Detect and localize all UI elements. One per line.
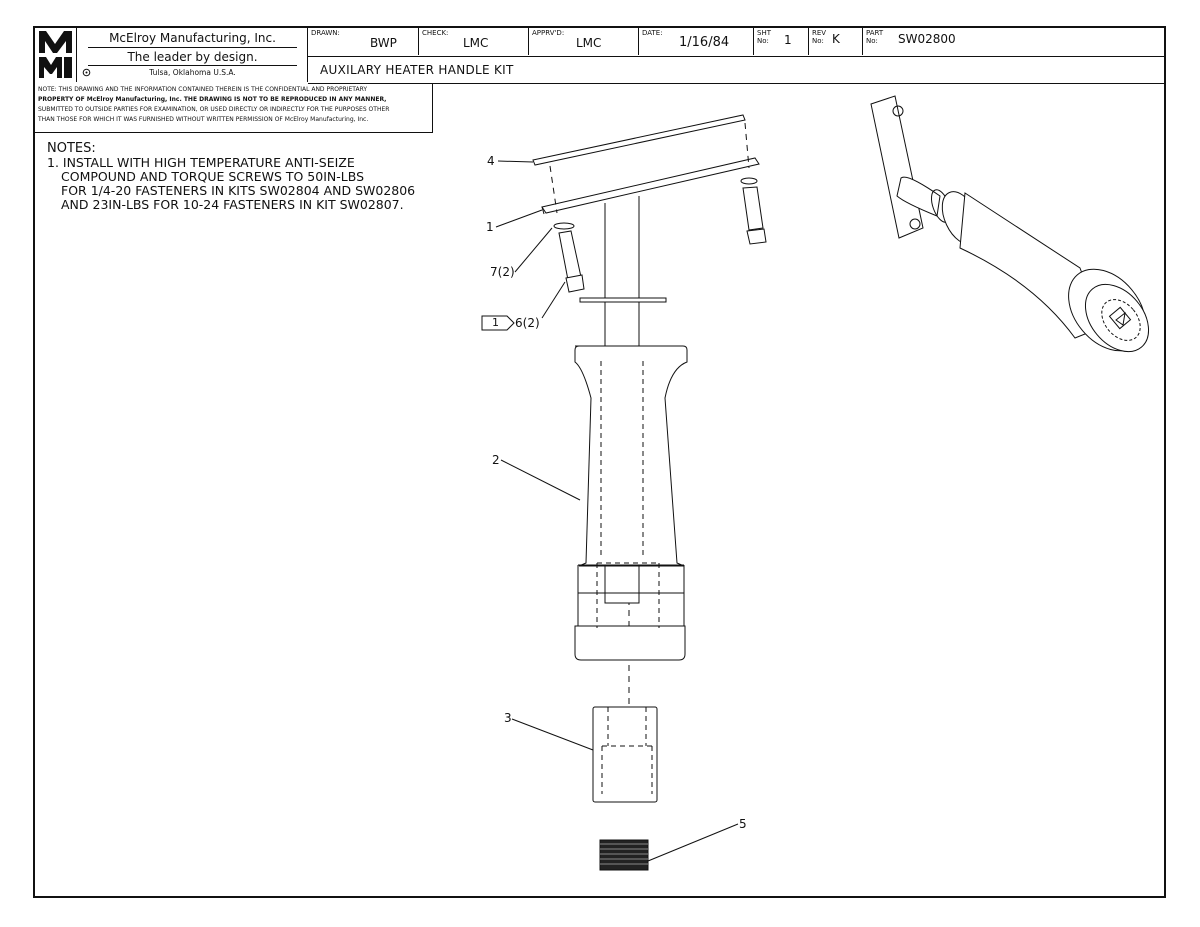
company-name: McElroy Manufacturing, Inc.: [109, 31, 276, 45]
sheet-value: 1: [784, 33, 792, 47]
notes-heading: NOTES:: [47, 141, 96, 156]
date-value: 1/16/84: [679, 35, 730, 50]
mmi-logo: [35, 28, 77, 82]
leader-lines: [481, 160, 739, 862]
callout-item-3: 3: [504, 711, 512, 725]
cover-plate: [532, 114, 746, 166]
callout-item-2: 2: [492, 453, 500, 467]
drawing-frame: McElroy Manufacturing, Inc. The leader b…: [33, 26, 1166, 898]
drawing-title: AUXILARY HEATER HANDLE KIT: [320, 63, 514, 77]
screw-centerlines: [549, 122, 750, 728]
note-line: FOR 1/4-20 FASTENERS IN KITS SW02804 AND…: [61, 183, 416, 198]
drawn-cell: DRAWN: BWP: [308, 28, 419, 55]
right-screw: [740, 177, 767, 245]
rev-cell: REV No: K: [809, 28, 863, 55]
left-screw: [553, 222, 585, 293]
note-line: AND 23IN-LBS FOR 10-24 FASTENERS IN KIT …: [61, 197, 404, 212]
set-screw: [599, 839, 649, 871]
callout-item-6: 6(2): [515, 316, 540, 330]
spacer-washer: [579, 297, 667, 303]
date-cell: DATE: 1/16/84: [639, 28, 754, 55]
handle-nut: [592, 706, 658, 803]
callout-item-4: 4: [487, 154, 495, 168]
drawn-value: BWP: [370, 36, 397, 50]
notes-block: NOTES: 1. INSTALL WITH HIGH TEMPERATURE …: [47, 142, 415, 212]
check-value: LMC: [463, 36, 489, 50]
part-cell: PART No: SW02800: [866, 29, 956, 47]
callout-item-7: 7(2): [490, 265, 515, 279]
exploded-view-drawing: [481, 95, 1150, 871]
callout-item-1: 1: [486, 220, 494, 234]
check-cell: CHECK: LMC: [419, 28, 529, 55]
apprvd-cell: APPRV'D: LMC: [529, 28, 639, 55]
callout-item-5: 5: [739, 817, 747, 831]
note-line: COMPOUND AND TORQUE SCREWS TO 50IN-LBS: [61, 169, 365, 184]
rev-value: K: [832, 32, 840, 46]
handle-grip: [574, 345, 688, 661]
sheet-cell: SHT No: 1: [754, 28, 809, 55]
isometric-handle-view: [870, 95, 1150, 353]
confidentiality-note: NOTE: THIS DRAWING AND THE INFORMATION C…: [35, 83, 433, 133]
note-line: 1. INSTALL WITH HIGH TEMPERATURE ANTI-SE…: [47, 155, 355, 170]
part-value: SW02800: [898, 32, 956, 46]
apprvd-value: LMC: [576, 36, 602, 50]
company-block: McElroy Manufacturing, Inc. The leader b…: [78, 28, 308, 82]
registered-circle-icon: [82, 68, 91, 77]
drawing-title-row: AUXILARY HEATER HANDLE KIT: [308, 56, 1164, 84]
note-flag-callout: 1: [492, 316, 499, 329]
mounting-plate: [541, 157, 760, 215]
company-slogan: The leader by design.: [127, 50, 258, 64]
company-location: Tulsa, Oklahoma U.S.A.: [149, 68, 236, 77]
title-block-row: DRAWN: BWP CHECK: LMC APPRV'D: LMC DATE:…: [308, 28, 1164, 56]
